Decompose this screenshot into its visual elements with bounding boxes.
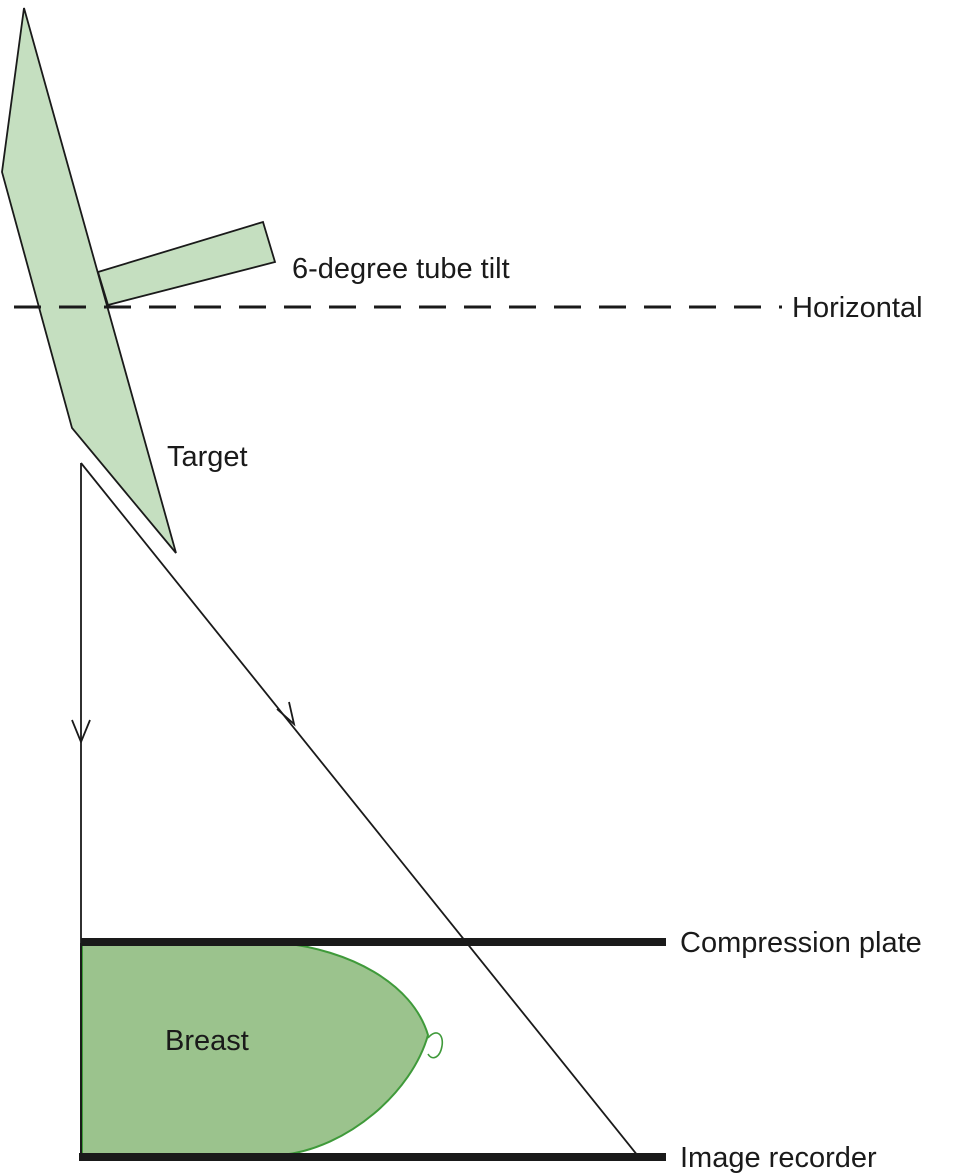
target-label: Target	[167, 441, 248, 473]
target-shape	[1, 7, 177, 554]
central-ray-arrowhead	[71, 719, 91, 745]
breast-shape	[81, 942, 430, 1156]
nipple-shape	[427, 1032, 444, 1059]
tube-tilt-label: 6-degree tube tilt	[292, 253, 510, 285]
tube-arm-shape	[96, 220, 277, 307]
diagonal-ray-line	[80, 462, 639, 1157]
compression-plate-label: Compression plate	[680, 927, 922, 959]
image-recorder-label: Image recorder	[680, 1142, 877, 1174]
breast-label: Breast	[165, 1025, 249, 1057]
horizontal-label: Horizontal	[792, 292, 923, 324]
diagonal-ray-arrowhead	[276, 701, 296, 727]
